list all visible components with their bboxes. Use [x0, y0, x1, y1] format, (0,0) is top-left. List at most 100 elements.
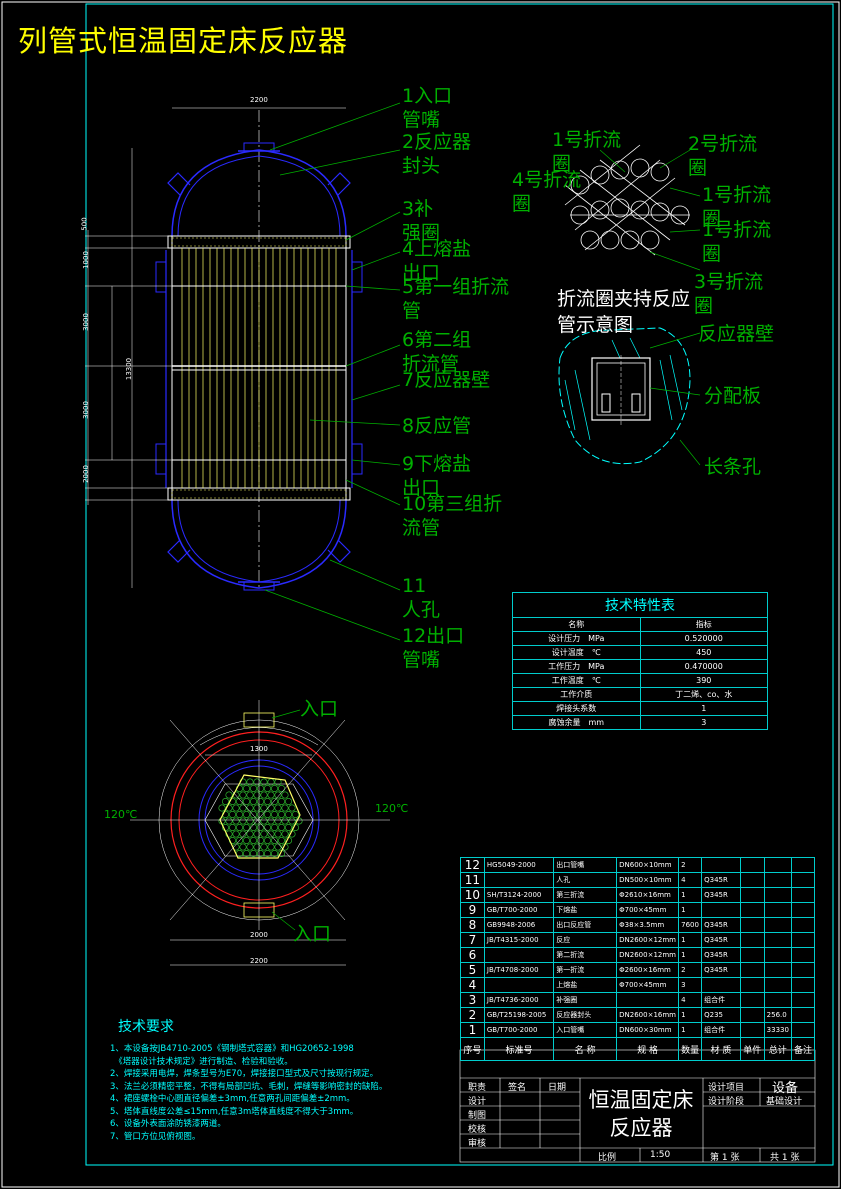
parts-cell-qty: 3	[678, 977, 703, 993]
parts-cell-qty: 2	[678, 857, 703, 873]
tech-param-name: 设计压力 MPa	[512, 631, 641, 646]
plan-tube-cell	[250, 784, 258, 792]
plan-tube-cell	[239, 804, 247, 812]
tb-row-check: 校核	[468, 1125, 487, 1135]
parts-cell-name: 出口反应管	[553, 917, 618, 933]
plan-tube-cell	[270, 836, 278, 844]
parts-cell-total	[763, 977, 792, 993]
plan-tube-cell	[253, 830, 261, 838]
plan-tube-cell	[288, 817, 296, 825]
parts-cell-note	[790, 857, 816, 873]
parts-cell-qty: 4	[678, 872, 703, 888]
plan-tube-cell	[243, 836, 251, 844]
dim-top: 2200	[250, 96, 268, 104]
parts-cell-spec: Φ2610×16mm	[616, 887, 680, 903]
parts-cell-std: JB/T4708-2000	[483, 962, 555, 978]
plan-tube-cell	[229, 810, 237, 818]
parts-cell-spec: Φ38×3.5mm	[616, 917, 680, 933]
parts-cell-mat: Q345R	[701, 932, 741, 948]
parts-header-spec: 规 格	[616, 1037, 680, 1061]
tech-param-value: 450	[639, 645, 768, 660]
parts-header-mat: 材 质	[701, 1037, 741, 1061]
baffle-label-3: 3号折流圈	[694, 271, 764, 317]
parts-header-no: 序号	[460, 1037, 485, 1061]
parts-cell-name: 反应器封头	[553, 1007, 618, 1023]
plan-tube-cell	[274, 830, 282, 838]
tech-param-name: 工作介质	[512, 687, 641, 702]
plan-tube-cell	[246, 778, 254, 786]
parts-cell-spec	[616, 992, 680, 1008]
plan-tube-cell	[236, 810, 244, 818]
parts-cell-std: GB/T700-2000	[483, 902, 555, 918]
requirement-line: 5、塔体直线度公差≤15mm,任意3m塔体直线度不得大于3mm。	[110, 1106, 359, 1117]
parts-cell-unit	[739, 902, 765, 918]
tb-row-design: 设计	[468, 1097, 487, 1107]
parts-cell-unit	[739, 947, 765, 963]
plan-tube-cell	[246, 817, 254, 825]
baffle-leaders	[599, 149, 701, 271]
plan-tube-cell	[222, 797, 230, 805]
parts-cell-qty: 1	[678, 947, 703, 963]
baffle-tube-circle	[610, 198, 630, 218]
parts-cell-unit	[739, 1007, 765, 1023]
parts-cell-name: 下熔盐	[553, 902, 618, 918]
plan-tube-cell	[236, 823, 244, 831]
parts-cell-name: 上熔盐	[553, 977, 618, 993]
parts-cell-spec: DN500×10mm	[616, 872, 680, 888]
requirement-line: 6、设备外表面涂防锈漆两道。	[110, 1119, 226, 1129]
baffle-label-1c: 1号折流圈	[702, 219, 772, 265]
baffle-tube-circle	[590, 200, 610, 220]
parts-cell-mat: 组合件	[701, 992, 741, 1008]
plan-tube-cell	[218, 804, 226, 812]
dim-d3: 2200	[250, 957, 268, 965]
parts-cell-total	[763, 947, 792, 963]
plan-tube-cell	[250, 849, 258, 857]
plan-tube-cell	[243, 797, 251, 805]
parts-header-total: 总计	[763, 1037, 792, 1061]
parts-cell-no: 7	[460, 932, 485, 948]
plan-tube-cell	[284, 823, 292, 831]
tb-role-sign: 签名	[508, 1083, 527, 1093]
parts-cell-unit	[739, 1022, 765, 1038]
parts-cell-note	[790, 977, 816, 993]
parts-cell-no: 4	[460, 977, 485, 993]
tech-param-value: 丁二烯、co、水	[639, 687, 768, 702]
parts-header-note: 备注	[790, 1037, 816, 1061]
parts-cell-spec: Φ700×45mm	[616, 902, 680, 918]
plan-tube-cell	[232, 817, 240, 825]
parts-cell-qty: 1	[678, 902, 703, 918]
plan-inlet-top: 入口	[300, 698, 339, 720]
parts-cell-std	[483, 872, 555, 888]
parts-cell-qty: 2	[678, 962, 703, 978]
parts-cell-std	[483, 977, 555, 993]
baffle-tube-circle	[650, 202, 670, 222]
parts-cell-qty: 1	[678, 887, 703, 903]
plan-tube-cell	[291, 810, 299, 818]
parts-cell-note	[790, 1007, 816, 1023]
parts-cell-total	[763, 857, 792, 873]
plan-tube-cell	[246, 843, 254, 851]
baffle-tube-circle	[620, 230, 640, 250]
parts-cell-qty: 1	[678, 1022, 703, 1038]
parts-cell-unit	[739, 917, 765, 933]
plan-tube-cell	[239, 817, 247, 825]
plan-tube-cell	[250, 810, 258, 818]
reactor-elevation	[85, 107, 363, 591]
parts-cell-unit	[739, 962, 765, 978]
parts-cell-unit	[739, 872, 765, 888]
dim-d2: 2000	[250, 931, 268, 939]
tb-project: 设备	[772, 1081, 799, 1096]
plan-tube-cell	[256, 849, 264, 857]
parts-cell-std: JB/T4315-2000	[483, 932, 555, 948]
tb-scale: 1:50	[650, 1150, 671, 1160]
tech-param-value: 3	[639, 715, 768, 730]
